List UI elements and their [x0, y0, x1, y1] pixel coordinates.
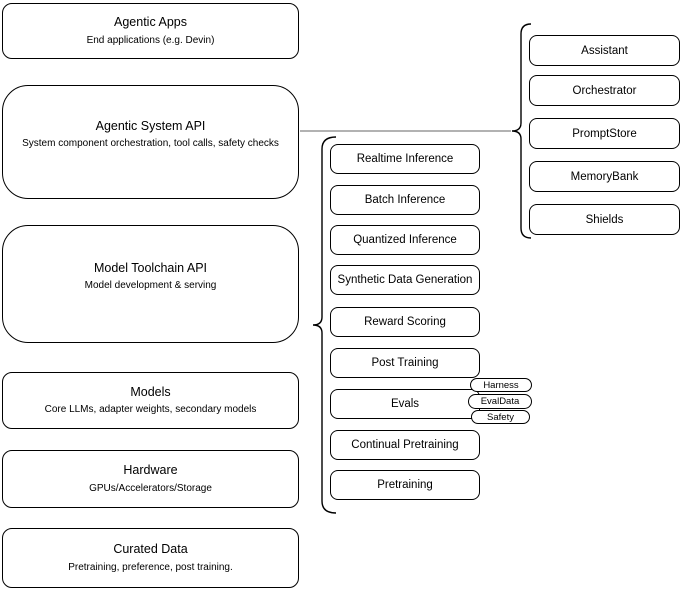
toolchain-item-continual-pretraining: Continual Pretraining	[330, 430, 480, 460]
toolchain-item-label: Batch Inference	[364, 194, 446, 206]
eval-tag-label: EvalData	[480, 396, 520, 407]
component-orchestrator: Orchestrator	[529, 75, 680, 106]
box-subtitle: Pretraining, preference, post training.	[68, 561, 233, 573]
toolchain-item-synthetic-data-generation: Synthetic Data Generation	[330, 265, 480, 295]
component-label: Assistant	[581, 44, 628, 57]
toolchain-item-label: Synthetic Data Generation	[337, 274, 473, 286]
toolchain-item-batch-inference: Batch Inference	[330, 185, 480, 215]
box-subtitle: Core LLMs, adapter weights, secondary mo…	[44, 404, 257, 416]
box-model-toolchain-api: Model Toolchain API Model development & …	[2, 225, 299, 343]
toolchain-item-label: Continual Pretraining	[351, 439, 459, 451]
box-subtitle: GPUs/Accelerators/Storage	[89, 482, 212, 494]
box-agentic-apps: Agentic Apps End applications (e.g. Devi…	[2, 3, 299, 59]
toolchain-item-post-training: Post Training	[330, 348, 480, 378]
component-shields: Shields	[529, 204, 680, 235]
box-title: Models	[130, 384, 171, 399]
toolchain-item-quantized-inference: Quantized Inference	[330, 225, 480, 255]
eval-tag-label: Safety	[487, 411, 514, 423]
eval-tag-harness: Harness	[470, 378, 532, 392]
eval-tag-label: Harness	[483, 379, 519, 391]
toolchain-item-realtime-inference: Realtime Inference	[330, 144, 480, 174]
box-subtitle: End applications (e.g. Devin)	[86, 34, 215, 46]
toolchain-item-evals: Evals	[330, 389, 480, 419]
component-promptstore: PromptStore	[529, 118, 680, 149]
box-title: Agentic System API	[95, 118, 206, 133]
toolchain-item-label: Evals	[390, 398, 420, 410]
box-title: Hardware	[123, 463, 178, 478]
box-agentic-system-api: Agentic System API System component orch…	[2, 85, 299, 199]
toolchain-item-pretraining: Pretraining	[330, 470, 480, 500]
eval-tag-safety: Safety	[471, 410, 530, 424]
component-assistant: Assistant	[529, 35, 680, 66]
toolchain-item-reward-scoring: Reward Scoring	[330, 307, 480, 337]
box-title: Curated Data	[113, 542, 188, 557]
box-subtitle: System component orchestration, tool cal…	[22, 138, 279, 150]
toolchain-item-label: Pretraining	[377, 479, 433, 491]
toolchain-item-label: Realtime Inference	[356, 153, 454, 165]
component-memorybank: MemoryBank	[529, 161, 680, 192]
box-models: Models Core LLMs, adapter weights, secon…	[2, 372, 299, 429]
component-label: Orchestrator	[572, 84, 637, 97]
toolchain-item-label: Post Training	[371, 357, 439, 369]
component-label: MemoryBank	[570, 170, 639, 183]
box-subtitle: Model development & serving	[84, 280, 217, 292]
box-hardware: Hardware GPUs/Accelerators/Storage	[2, 450, 299, 508]
box-title: Agentic Apps	[114, 15, 187, 30]
component-label: PromptStore	[572, 127, 637, 140]
component-label: Shields	[585, 213, 624, 226]
box-curated-data: Curated Data Pretraining, preference, po…	[2, 528, 299, 588]
eval-tag-evaldata: EvalData	[468, 394, 532, 409]
toolchain-item-label: Quantized Inference	[353, 234, 457, 246]
toolchain-item-label: Reward Scoring	[364, 316, 446, 328]
box-title: Model Toolchain API	[93, 260, 208, 275]
